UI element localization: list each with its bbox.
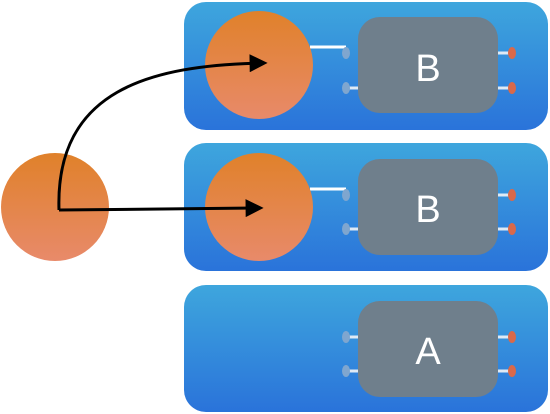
module-box	[358, 17, 498, 113]
output-port	[508, 365, 516, 377]
output-port	[508, 47, 516, 59]
output-port	[508, 331, 516, 343]
input-port	[342, 47, 350, 59]
module-label: A	[415, 331, 441, 373]
output-port	[508, 223, 516, 235]
input-port	[342, 82, 350, 94]
arrow-to-panel-1	[57, 54, 268, 211]
arrow-to-panel-2	[58, 199, 264, 218]
input-port	[342, 223, 350, 235]
module-label: B	[415, 189, 440, 231]
input-port	[342, 365, 350, 377]
module-label: B	[415, 48, 440, 90]
output-port	[508, 189, 516, 201]
panel-3: A	[184, 285, 548, 412]
panel-1: B	[184, 2, 548, 130]
input-port	[342, 189, 350, 201]
source-circle	[1, 153, 109, 261]
input-port	[342, 331, 350, 343]
module-box	[358, 301, 498, 397]
output-port	[508, 82, 516, 94]
module-box	[358, 159, 498, 255]
